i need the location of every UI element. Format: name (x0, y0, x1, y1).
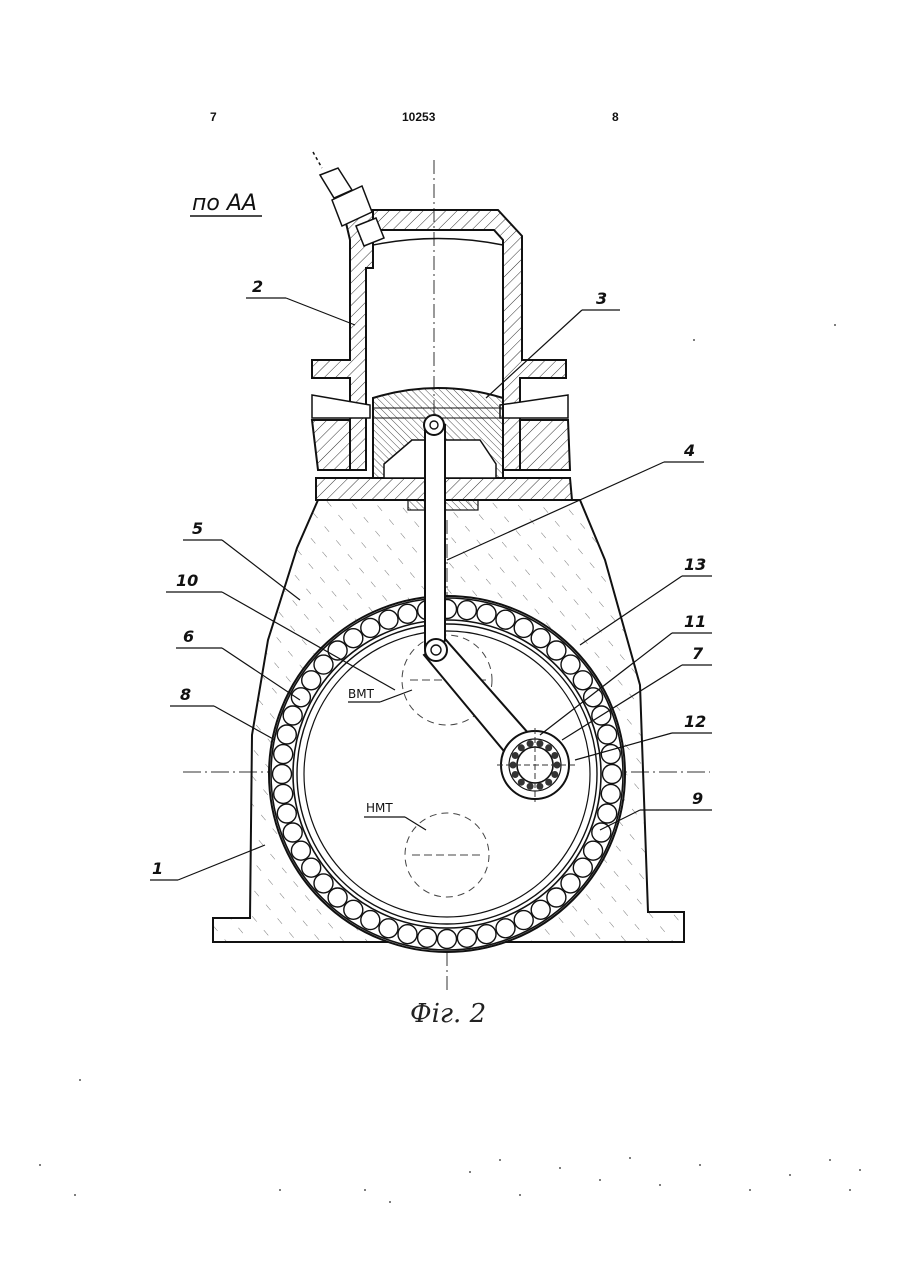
bearing-roller (531, 629, 550, 648)
bearing-roller (531, 900, 550, 919)
bearing-roller (477, 925, 496, 944)
bearing-roller (314, 874, 333, 893)
tdc-label: ВМТ (348, 687, 375, 701)
bearing-roller (477, 604, 496, 623)
label-part-8: 8 (180, 685, 191, 704)
bearing-roller (379, 610, 398, 629)
bearing-roller (361, 618, 380, 637)
bearing-roller (457, 601, 476, 620)
bearing-roller (291, 688, 310, 707)
bearing-roller (438, 930, 457, 949)
label-part-3: 3 (596, 289, 607, 308)
needle-roller (536, 740, 543, 747)
label-part-11: 11 (684, 612, 706, 631)
bearing-roller (291, 841, 310, 860)
needle-roller (527, 740, 534, 747)
section-view-label: по АА (192, 191, 257, 216)
bearing-roller (328, 888, 347, 907)
needle-roller (518, 744, 525, 751)
needle-roller (545, 744, 552, 751)
bearing-roller (598, 804, 617, 823)
bearing-roller (361, 911, 380, 930)
label-part-2: 2 (252, 277, 263, 296)
bearing-roller (274, 784, 293, 803)
needle-roller (551, 771, 558, 778)
label-part-6: 6 (183, 627, 194, 646)
bearing-roller (496, 610, 515, 629)
label-part-10: 10 (176, 571, 198, 590)
needle-roller (512, 752, 519, 759)
bearing-roller (598, 725, 617, 744)
bearing-roller (277, 725, 296, 744)
label-part-7: 7 (692, 644, 704, 663)
bearing-roller (573, 671, 592, 690)
label-part-5: 5 (192, 519, 203, 538)
bearing-roller (283, 706, 302, 725)
bearing-roller (277, 804, 296, 823)
bearing-roller (514, 618, 533, 637)
bearing-roller (398, 925, 417, 944)
bearing-roller (418, 928, 437, 947)
label-part-9: 9 (692, 789, 703, 808)
bearing-roller (496, 919, 515, 938)
bearing-roller (314, 655, 333, 674)
bearing-roller (514, 911, 533, 930)
bearing-roller (561, 655, 580, 674)
bearing-roller (561, 874, 580, 893)
label-part-4: 4 (683, 441, 695, 460)
label-part-12: 12 (684, 712, 706, 731)
bearing-roller (344, 900, 363, 919)
bearing-roller (273, 765, 292, 784)
bearing-roller (603, 765, 622, 784)
connecting-rod (424, 415, 445, 648)
needle-roller (536, 783, 543, 790)
bearing-roller (601, 745, 620, 764)
bearing-roller (547, 888, 566, 907)
label-part-13: 13 (684, 555, 706, 574)
bearing-roller (302, 671, 321, 690)
label-part-1: 1 (152, 859, 163, 878)
figure-caption: Фіг. 2 (410, 999, 486, 1029)
bdc-label: НМТ (366, 801, 393, 815)
bearing-roller (601, 784, 620, 803)
bearing-roller (274, 745, 293, 764)
bearing-roller (302, 858, 321, 877)
bearing-roller (584, 688, 603, 707)
bearing-roller (283, 823, 302, 842)
bearing-roller (398, 604, 417, 623)
bearing-roller (573, 858, 592, 877)
needle-roller (545, 779, 552, 786)
bearing-roller (584, 841, 603, 860)
needle-roller (551, 752, 558, 759)
bearing-roller (547, 641, 566, 660)
needle-roller (512, 771, 519, 778)
needle-roller (527, 783, 534, 790)
bearing-roller (379, 919, 398, 938)
bearing-roller (457, 928, 476, 947)
bearing-roller (344, 629, 363, 648)
needle-roller (518, 779, 525, 786)
